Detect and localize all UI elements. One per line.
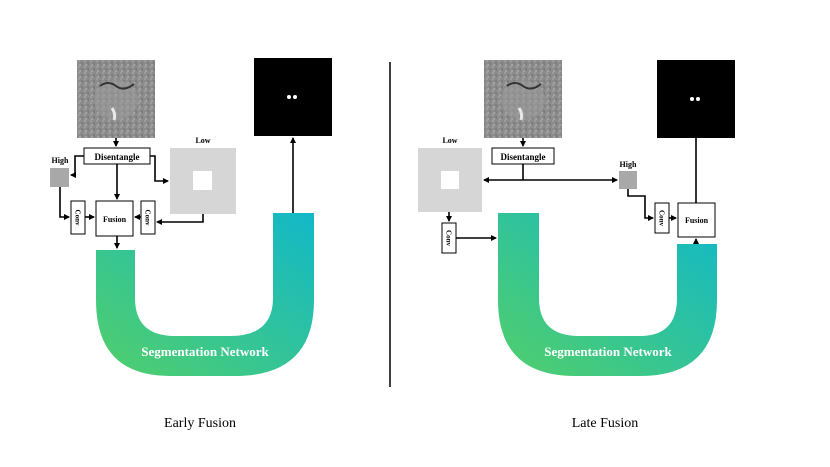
fusion-label: Fusion bbox=[685, 216, 709, 225]
conv-high-label: Conv bbox=[658, 210, 666, 226]
fusion-box bbox=[95, 200, 134, 237]
segmentation-network-shape bbox=[96, 213, 314, 376]
fusion-box bbox=[677, 202, 716, 238]
high-label: High bbox=[52, 156, 69, 165]
ultrasound-scan-icon bbox=[77, 60, 155, 138]
segmentation-mask-icon bbox=[254, 58, 332, 136]
conv-right-label: Conv bbox=[144, 210, 152, 226]
late-fusion-caption: Late Fusion bbox=[572, 416, 639, 431]
network-label: Segmentation Network bbox=[544, 344, 672, 359]
low-label: Low bbox=[195, 136, 210, 145]
segmentation-mask-icon bbox=[657, 60, 735, 138]
disentangle-label: Disentangle bbox=[95, 152, 140, 162]
late-fusion-panel: Segmentation Network Disentangle Low Hig… bbox=[418, 60, 735, 431]
ultrasound-scan-icon bbox=[484, 60, 562, 138]
low-frequency-frame bbox=[170, 148, 236, 214]
high-frequency-patch bbox=[619, 171, 637, 189]
fusion-label: Fusion bbox=[103, 215, 127, 224]
low-frequency-frame bbox=[418, 148, 482, 212]
network-label: Segmentation Network bbox=[141, 344, 269, 359]
segmentation-network-shape bbox=[498, 213, 717, 376]
high-label: High bbox=[620, 160, 637, 169]
disentangle-label: Disentangle bbox=[501, 152, 546, 162]
conv-left-label: Conv bbox=[74, 210, 82, 226]
early-fusion-arrows bbox=[59, 137, 296, 249]
conv-low-label: Conv bbox=[445, 230, 453, 246]
low-label: Low bbox=[442, 136, 457, 145]
early-fusion-panel: Segmentation Network Disentangle High Lo… bbox=[50, 58, 332, 431]
high-frequency-patch bbox=[50, 168, 69, 187]
late-fusion-arrows bbox=[446, 138, 699, 244]
early-fusion-caption: Early Fusion bbox=[164, 416, 236, 431]
